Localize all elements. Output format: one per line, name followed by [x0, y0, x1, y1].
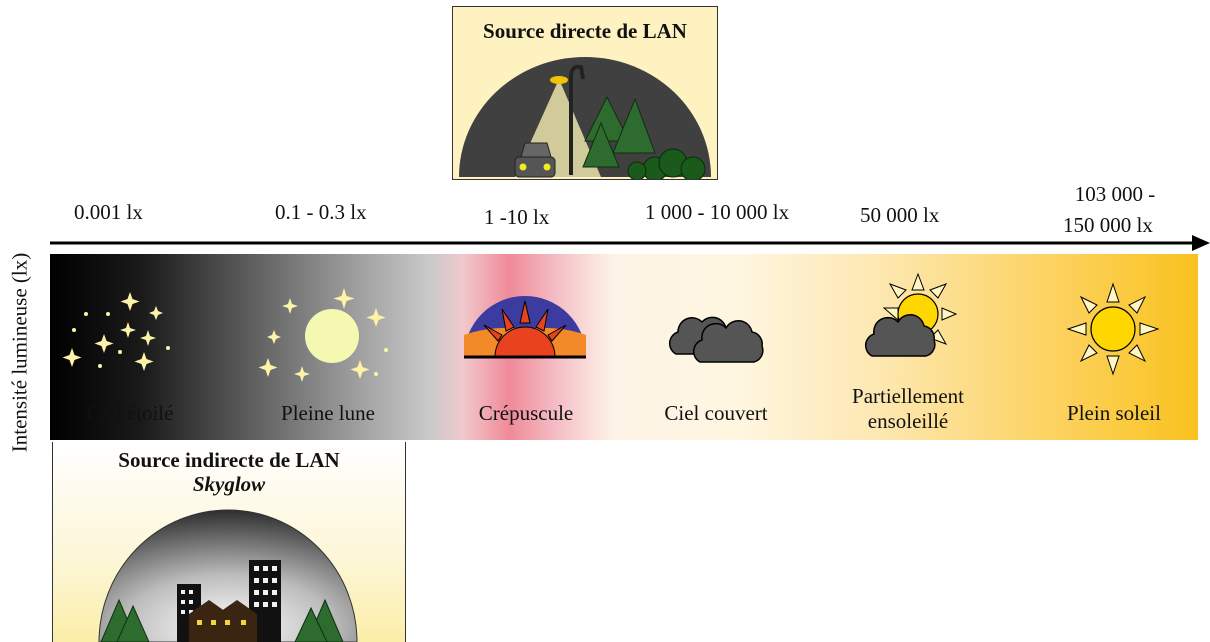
lux-label-partly-sunny: 50 000 lx [860, 203, 940, 227]
clouds-icon [668, 316, 764, 363]
condition-label-starry-sky: Ciel étoilé [86, 401, 174, 425]
full-moon-icon [258, 288, 388, 382]
lux-label-overcast: 1 000 - 10 000 lx [645, 200, 790, 224]
city-skyglow-scene-icon [98, 509, 358, 642]
street-lamp-scene-icon [459, 57, 711, 179]
lux-label-full-sun-line1: 103 000 - [1074, 182, 1156, 206]
indirect-source-subtitle: Skyglow [192, 472, 266, 496]
lux-label-moon: 0.1 - 0.3 lx [275, 200, 367, 224]
sun-icon [1066, 282, 1160, 376]
light-intensity-gradient-band [50, 254, 1198, 440]
direct-source-panel: Source directe de LAN [452, 6, 718, 180]
condition-label-partly-sunny-line1: Partiellement [852, 384, 964, 408]
sun-behind-cloud-icon [864, 272, 958, 357]
y-axis-label: Intensité lumineuse (lx) [7, 252, 32, 453]
condition-label-full-sun: Plein soleil [1067, 401, 1161, 425]
lux-label-full-sun-line2: 150 000 lx [1063, 213, 1153, 237]
sunset-icon [464, 296, 586, 359]
condition-label-full-moon: Pleine lune [281, 401, 375, 425]
indirect-source-title: Source indirecte de LAN [118, 448, 340, 472]
direct-source-title: Source directe de LAN [483, 19, 687, 43]
indirect-source-panel: Source indirecte de LAN Skyglow [52, 442, 406, 642]
intensity-axis-arrow [50, 235, 1210, 251]
stars-icon [62, 292, 170, 371]
condition-label-overcast: Ciel couvert [664, 401, 768, 425]
lux-label-twilight: 1 -10 lx [484, 205, 550, 229]
lux-label-starry: 0.001 lx [74, 200, 143, 224]
condition-label-partly-sunny-line2: ensoleillé [867, 409, 949, 433]
condition-label-twilight: Crépuscule [478, 401, 574, 425]
